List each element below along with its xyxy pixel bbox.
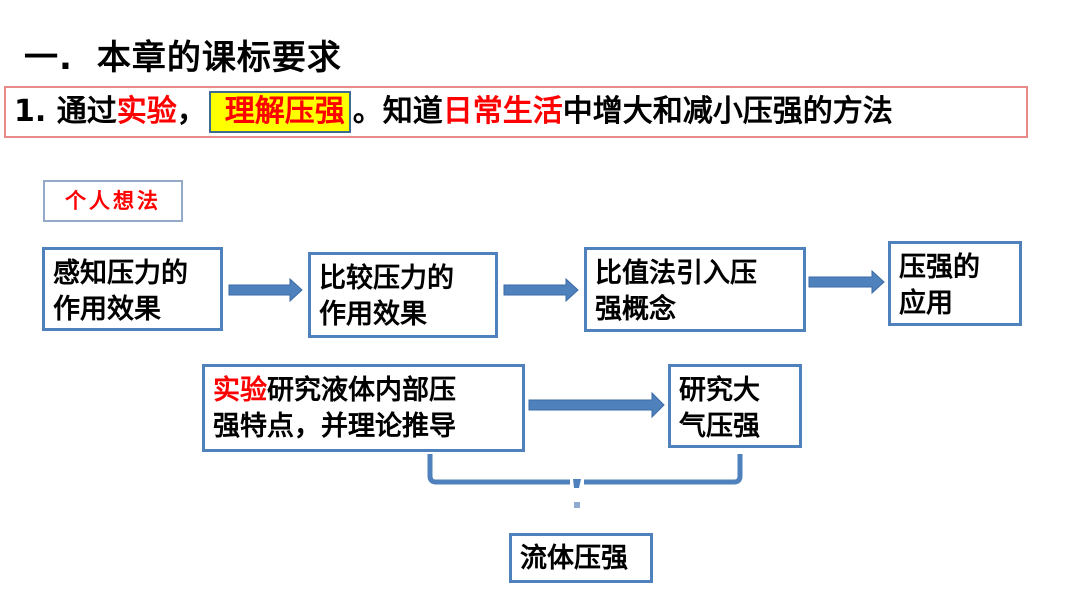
box-line: 流体压强: [520, 543, 628, 574]
flow-box-perceive: 感知压力的 作用效果: [42, 247, 223, 331]
req-text-3: 。知道: [352, 94, 443, 129]
req-text-1: 1. 通过: [14, 94, 117, 129]
bracket-icon: [427, 454, 743, 485]
box-line: 气压强: [679, 411, 760, 442]
box-line: 压强的: [899, 252, 980, 283]
req-text-2: ，: [176, 94, 207, 129]
box-line: 比值法引入压: [595, 258, 757, 289]
section-number: 一.: [24, 38, 73, 78]
experiment-label: 实验: [213, 375, 267, 406]
requirement-box: 1. 通过实验，理解压强。知道日常生活中增大和减小压强的方法: [4, 86, 1028, 138]
arrow-right-icon: [503, 277, 579, 303]
arrow-right-icon: [528, 391, 665, 419]
box-line: 作用效果: [53, 294, 161, 325]
req-highlight-understand-pressure: 理解压强: [208, 91, 351, 133]
box-line: 强概念: [595, 294, 676, 325]
box-line-text: 研究液体内部压: [267, 375, 456, 406]
box-line: 作用效果: [319, 299, 427, 330]
bracket-notch-icon: [573, 479, 581, 488]
req-experiment: 实验: [116, 94, 177, 129]
flow-box-liquid-pressure: 实验研究液体内部压 强特点，并理论推导: [202, 364, 525, 452]
flow-box-fluid-pressure: 流体压强: [509, 533, 653, 583]
box-line: 研究大: [679, 375, 760, 406]
flow-box-ratio-concept: 比值法引入压 强概念: [584, 247, 806, 332]
req-daily-life: 日常生活: [442, 94, 563, 129]
box-line: 比较压力的: [319, 263, 454, 294]
arrow-right-icon: [228, 277, 303, 303]
page-title: 一. 本章的课标要求: [24, 30, 342, 79]
box-line: 应用: [899, 288, 953, 319]
flow-box-application: 压强的 应用: [888, 241, 1022, 326]
section-title: 本章的课标要求: [96, 38, 342, 78]
flow-box-compare: 比较压力的 作用效果: [308, 252, 498, 338]
box-line: 感知压力的: [53, 258, 188, 289]
box-line: 强特点，并理论推导: [213, 411, 456, 442]
arrow-right-icon: [808, 269, 885, 295]
faded-mark-icon: [574, 502, 580, 508]
req-text-4: 中增大和减小压强的方法: [562, 94, 893, 129]
box-line: 实验研究液体内部压: [213, 373, 514, 409]
personal-idea-tag: 个人想法: [43, 180, 183, 222]
flow-box-atmospheric-pressure: 研究大 气压强: [668, 364, 802, 448]
